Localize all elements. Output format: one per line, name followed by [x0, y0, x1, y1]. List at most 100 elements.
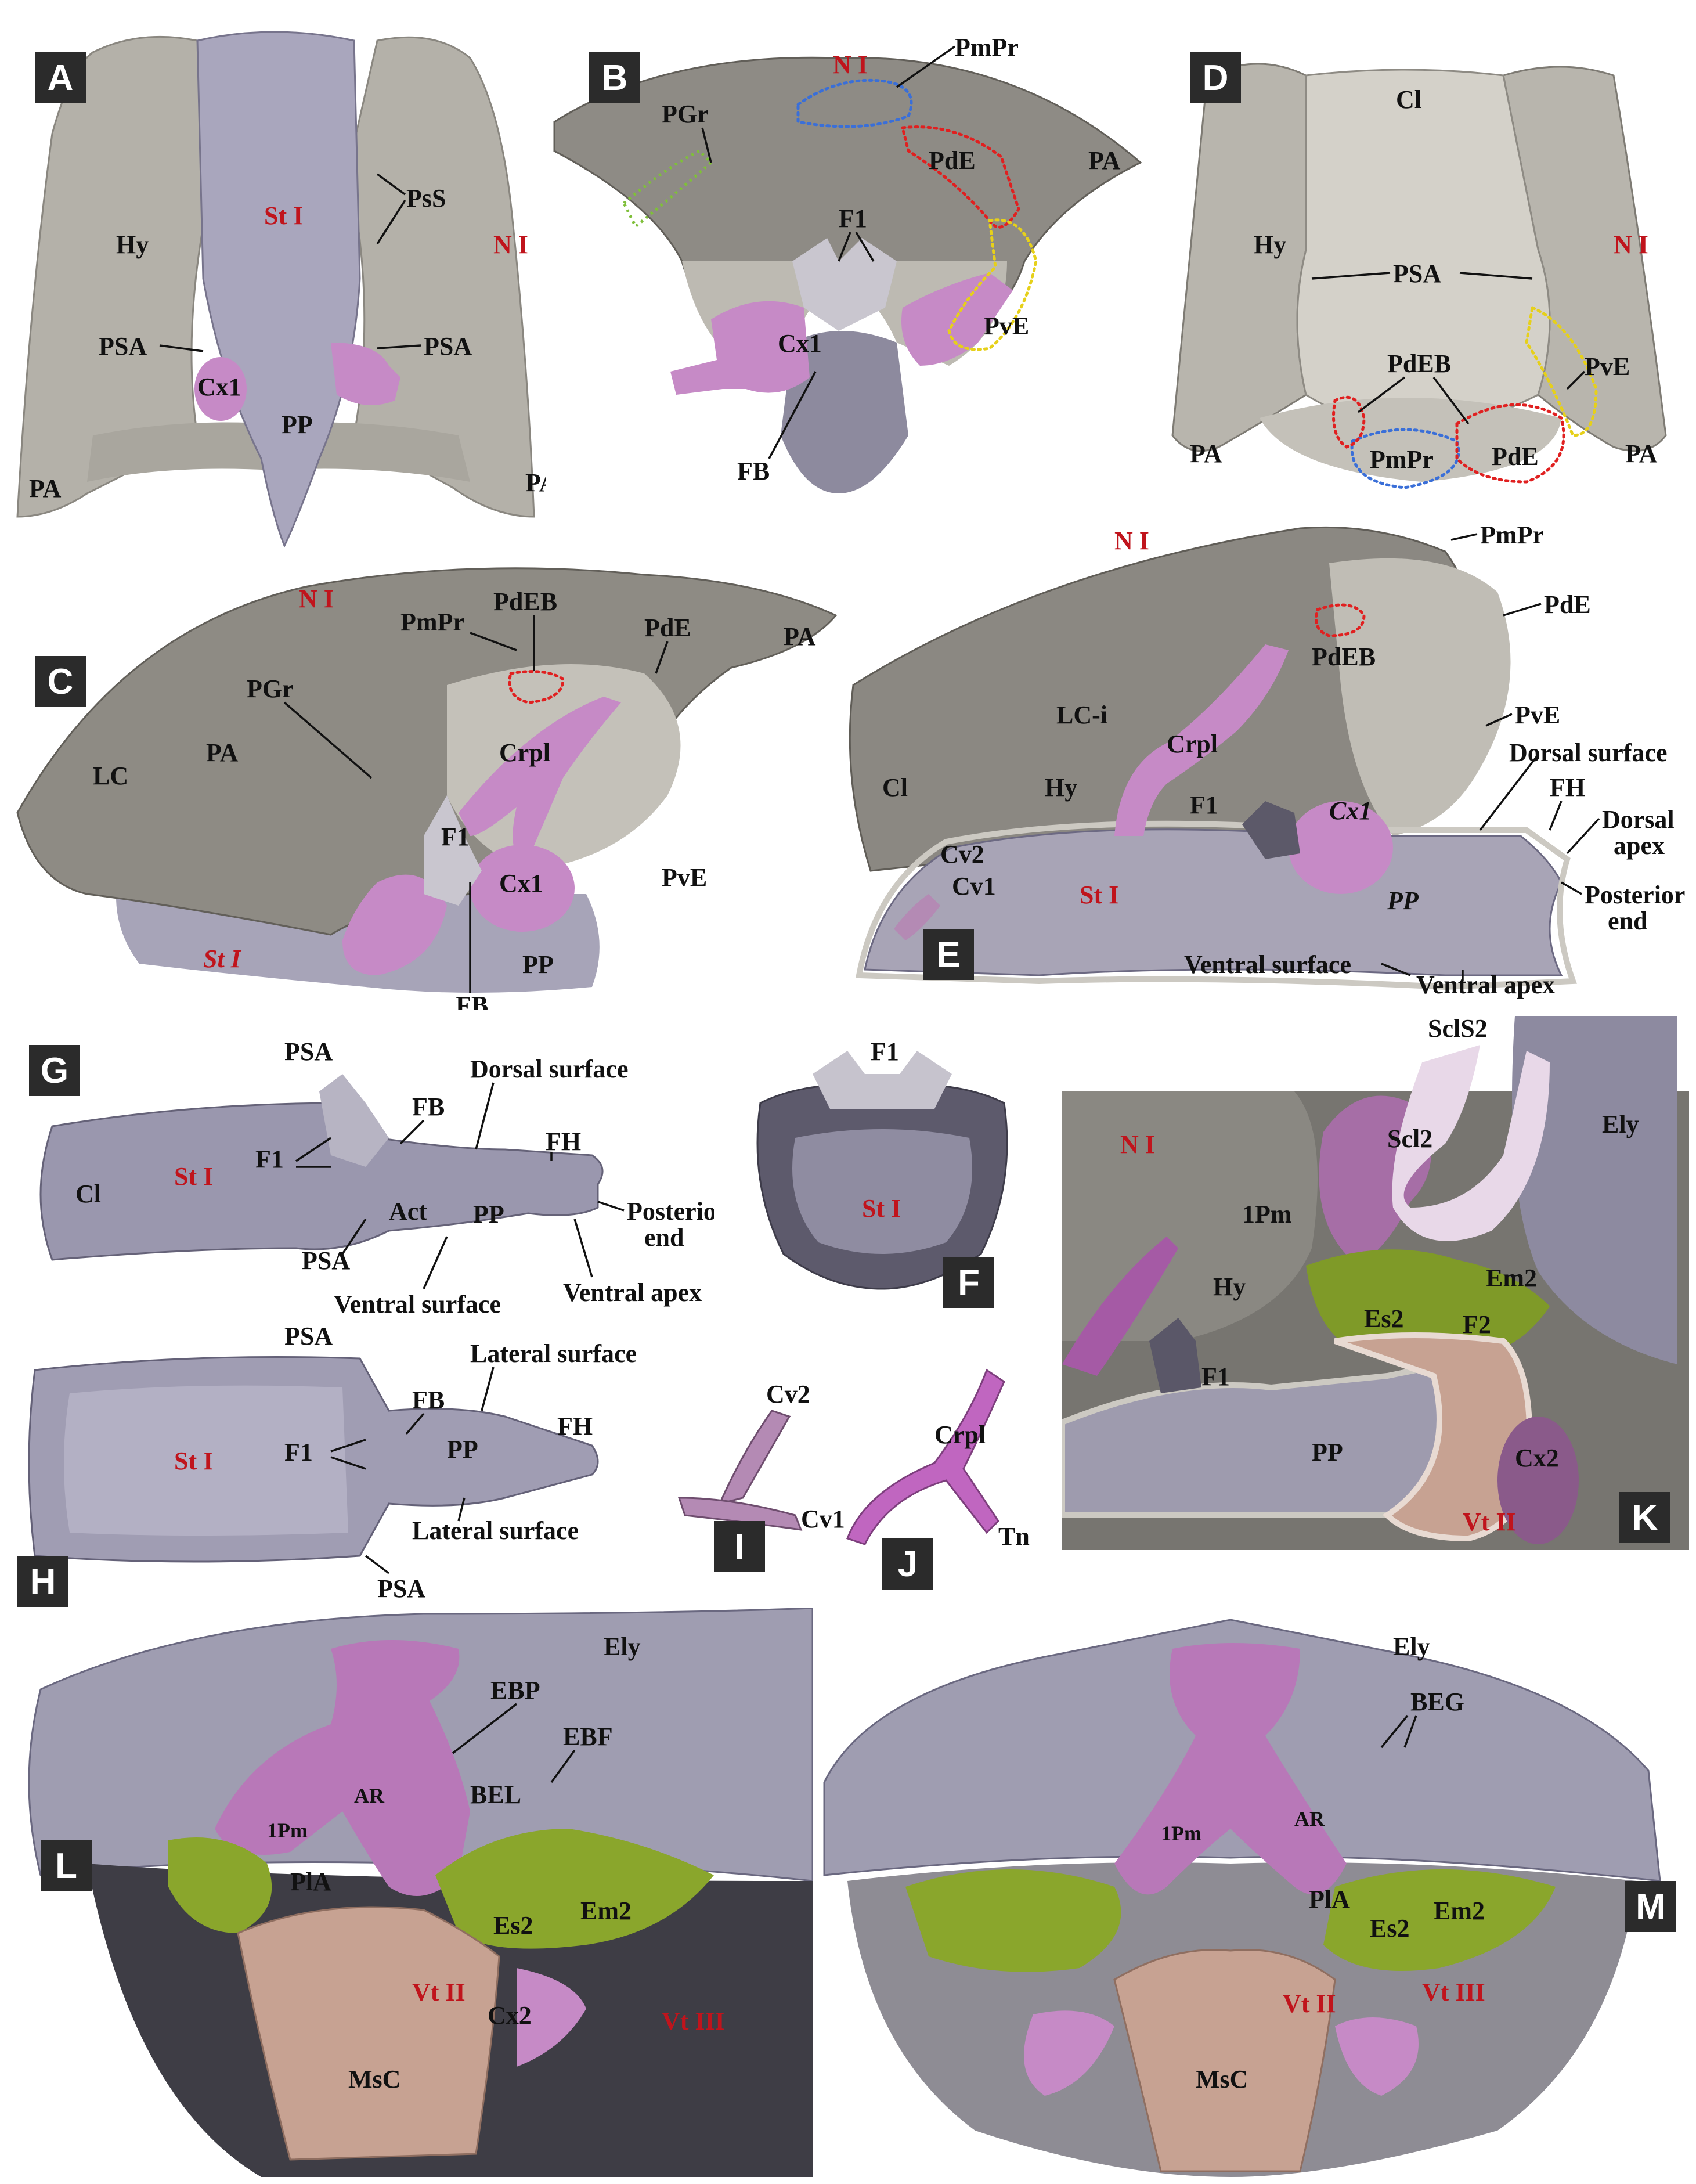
- elytra-k: [1512, 1016, 1677, 1364]
- label-psa-h-top: PSA: [284, 1324, 333, 1350]
- label-posterior-g: Posterior: [627, 1197, 714, 1226]
- panel-g-leaders: [295, 1082, 625, 1289]
- panel-i-render: [677, 1410, 803, 1531]
- label-ebp-l: EBP: [490, 1676, 540, 1704]
- label-pde-d: PdE: [1492, 442, 1539, 471]
- label-ventral-surface-e: Ventral surface: [1184, 950, 1351, 979]
- outline-pmpr-d: [1350, 428, 1460, 489]
- label-pve-c: PvE: [662, 863, 708, 892]
- label-crpl-j: Crpl: [934, 1421, 986, 1449]
- label-cv2-i: Cv2: [766, 1382, 810, 1408]
- label-cv1-i: Cv1: [801, 1505, 845, 1533]
- label-pve-d: PvE: [1585, 352, 1630, 381]
- label-es2-l: Es2: [493, 1911, 533, 1940]
- label-pp: PP: [282, 410, 313, 439]
- label-fh-g: FH: [546, 1127, 582, 1156]
- label-fh-h: FH: [557, 1412, 593, 1440]
- panel-l-leaders: [452, 1703, 576, 1783]
- panel-e: E N I PmPr PdE PdEB LC-i PvE Crpl Dorsal…: [807, 511, 1695, 1016]
- outline-pve-d: [1525, 305, 1598, 437]
- label-pmpr-c: PmPr: [400, 608, 464, 636]
- label-f1-b: F1: [839, 204, 867, 233]
- panel-badge-f: F: [943, 1257, 994, 1308]
- label-psa-g-top: PSA: [284, 1037, 333, 1066]
- label-ely-m: Ely: [1393, 1632, 1430, 1661]
- green-l-right: [435, 1829, 714, 1949]
- cv-e: [894, 894, 940, 940]
- panel-j-render: [846, 1368, 1005, 1545]
- label-em2-l: Em2: [580, 1897, 632, 1925]
- panel-m: Ely BEG 1Pm AR PlA Es2 Em2 Vt II Vt III …: [813, 1608, 1695, 2177]
- outline-pde-d: [1455, 403, 1565, 484]
- panel-i: Cv2 Cv1 I: [662, 1382, 871, 1573]
- label-dorsal-surface-e: Dorsal surface: [1509, 738, 1668, 767]
- outline-pdeb-d: [1332, 395, 1366, 449]
- label-f1-g: F1: [255, 1145, 284, 1173]
- label-hy: Hy: [116, 230, 149, 259]
- notum-e-right: [1329, 558, 1511, 836]
- furca-c: [424, 795, 482, 906]
- label-pve-e: PvE: [1515, 701, 1561, 729]
- label-cx1: Cx1: [197, 373, 241, 401]
- label-st-i: St I: [264, 201, 304, 230]
- label-msc-l: MsC: [348, 2065, 401, 2093]
- label-pa-left: PA: [29, 474, 62, 503]
- sternum-end: [781, 331, 908, 493]
- label-cx2-k: Cx2: [1515, 1444, 1559, 1472]
- panel-k: SclS2 Scl2 Ely N I 1Pm Hy Em2 Es2 F2 F1 …: [1062, 1016, 1689, 1550]
- label-pp-g: PP: [473, 1200, 504, 1228]
- label-cv1-e: Cv1: [952, 872, 996, 900]
- panel-b: B N I PmPr PGr PdE PA F1 PvE Cx1 FB: [549, 17, 1146, 522]
- label-apex-e: apex: [1614, 831, 1665, 860]
- panel-f: F1 St I F: [737, 1039, 1027, 1312]
- label-ebf-l: EBF: [563, 1722, 613, 1751]
- label-ely-k: Ely: [1602, 1110, 1639, 1138]
- panel-b-leaders: [701, 45, 956, 459]
- panel-a: A St I PsS Hy N I PSA PSA Cx1 PP PA PA: [6, 17, 546, 557]
- label-scl2-k: Scl2: [1387, 1125, 1433, 1153]
- cv1-shape: [677, 1497, 803, 1531]
- panel-c-render: [16, 567, 838, 993]
- label-psa-d: PSA: [1393, 260, 1442, 288]
- panel-e-leaders: [1381, 533, 1600, 981]
- label-f1-h: F1: [284, 1438, 313, 1466]
- crpl-e: [1114, 644, 1289, 836]
- panel-badge-e: E: [923, 929, 974, 980]
- panel-a-render: [16, 31, 535, 548]
- cx2-k: [1497, 1417, 1579, 1544]
- label-pa-d-right: PA: [1625, 439, 1658, 468]
- label-cx1-b: Cx1: [778, 329, 822, 358]
- sclerite-m: [1114, 1643, 1347, 1895]
- panel-d-leaders: [1311, 272, 1586, 425]
- panel-g: G PSA Dorsal surface FB FH F1 St I Cl Ac…: [17, 1033, 714, 1335]
- label-psa-h-bottom: PSA: [377, 1574, 426, 1603]
- coxa-right: [331, 343, 400, 405]
- green-m-right: [1323, 1869, 1556, 1971]
- panel-badge-h: H: [17, 1556, 68, 1607]
- label-posterior-e: Posterior: [1585, 881, 1686, 909]
- label-ar-m: AR: [1294, 1807, 1325, 1830]
- label-cx1-e: Cx1: [1329, 797, 1372, 825]
- label-pp-h: PP: [447, 1435, 478, 1464]
- outline-pgr-b: [622, 149, 713, 229]
- label-es2-m: Es2: [1370, 1914, 1410, 1942]
- label-pdeb-e: PdEB: [1312, 643, 1376, 671]
- coxa-m-right: [1335, 2017, 1419, 2096]
- label-crpl-e: Crpl: [1167, 730, 1218, 758]
- label-pmpr-d: PmPr: [1370, 445, 1434, 474]
- cv2-shape: [718, 1410, 791, 1505]
- label-bel-l: BEL: [470, 1781, 522, 1809]
- cx2-l: [517, 1968, 586, 2067]
- outline-pde-b: [900, 125, 1020, 229]
- label-pla-l: PlA: [290, 1868, 331, 1896]
- label-act-g: Act: [389, 1197, 427, 1226]
- label-pde-e: PdE: [1544, 590, 1591, 619]
- label-pde-b: PdE: [929, 146, 976, 175]
- label-n-i-c: N I: [299, 585, 334, 613]
- label-dorsal-e: Dorsal: [1602, 805, 1675, 834]
- label-pa-right: PA: [525, 468, 546, 497]
- label-1pm-k: 1Pm: [1242, 1200, 1292, 1228]
- label-lateral-surface-h-bottom: Lateral surface: [412, 1516, 579, 1545]
- label-pa-b: PA: [1088, 146, 1121, 175]
- label-end-g: end: [644, 1223, 684, 1252]
